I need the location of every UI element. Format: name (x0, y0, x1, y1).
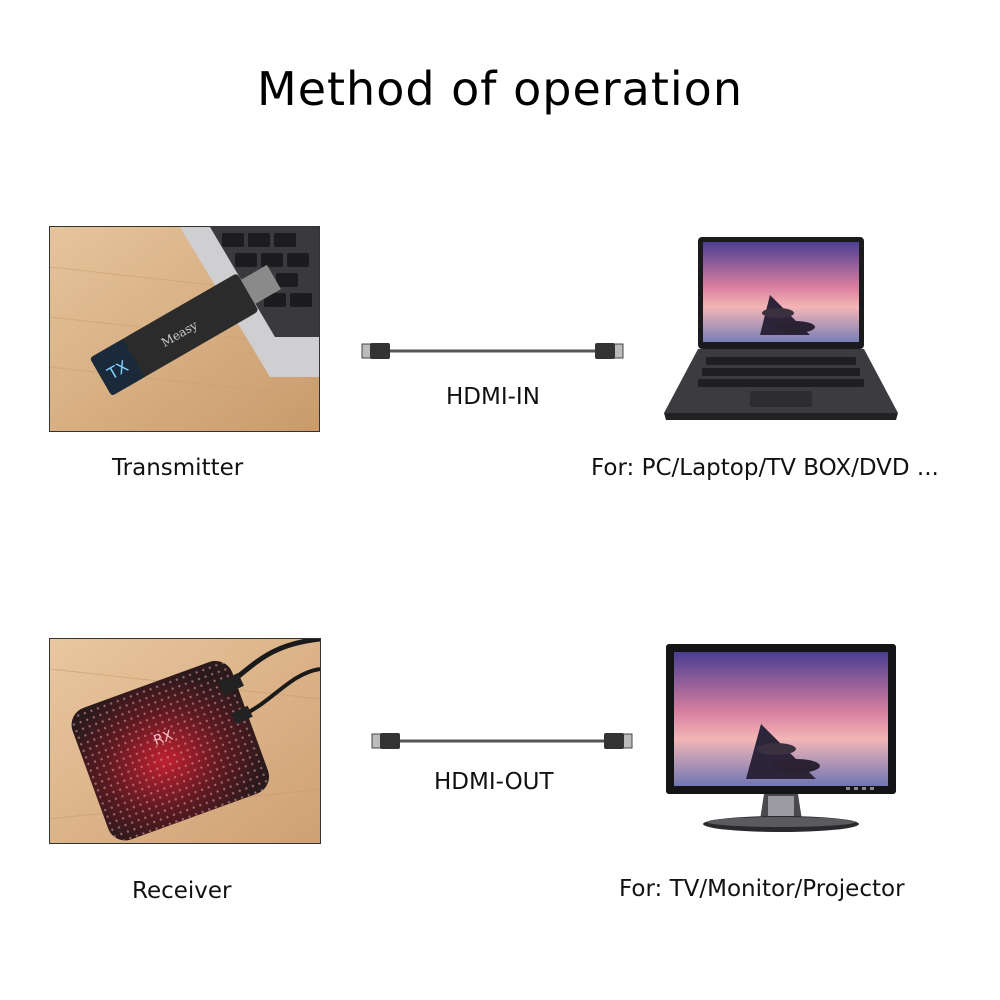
transmitter-label: Transmitter (112, 455, 244, 481)
transmitter-photo: TX Measy (49, 226, 320, 432)
laptop-image (660, 235, 900, 420)
receiver-label: Receiver (132, 878, 232, 904)
hdmi-in-label: HDMI-IN (446, 384, 540, 410)
page-title: Method of operation (257, 62, 743, 116)
hdmi-out-cable (370, 728, 634, 754)
hdmi-in-cable (360, 338, 625, 364)
receiver-photo: RX (49, 638, 321, 844)
display-devices-label: For: TV/Monitor/Projector (619, 876, 905, 902)
rx-device-label: RX (152, 727, 176, 749)
source-devices-label: For: PC/Laptop/TV BOX/DVD ... (591, 455, 939, 481)
hdmi-out-label: HDMI-OUT (434, 769, 554, 795)
monitor-image (666, 644, 896, 834)
